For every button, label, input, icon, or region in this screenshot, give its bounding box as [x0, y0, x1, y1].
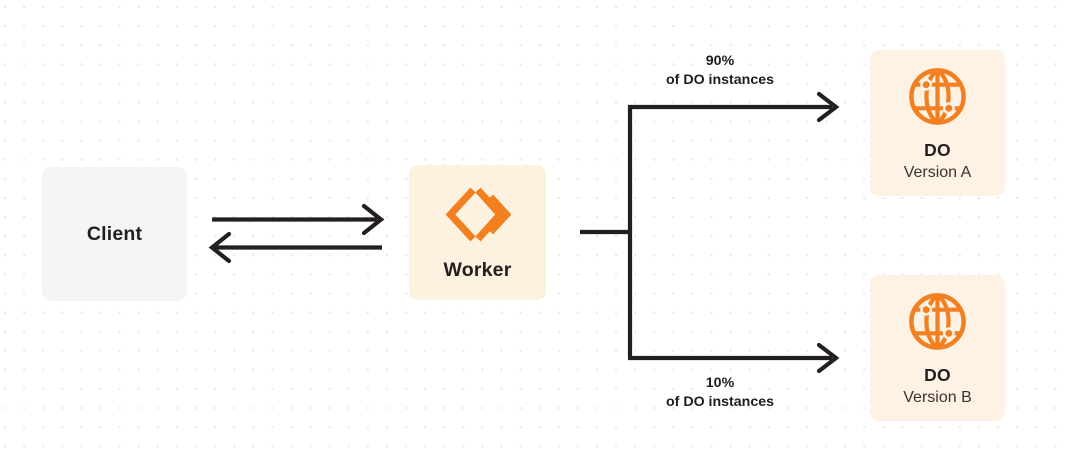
node-do-a-sublabel: Version A — [903, 164, 972, 181]
node-client[interactable]: Client — [42, 167, 187, 301]
node-worker-label: Worker — [443, 259, 512, 281]
node-do-a-label: DO — [924, 140, 951, 160]
cloudflare-workers-icon — [445, 186, 511, 243]
node-do-version-a[interactable]: DO Version A — [870, 50, 1005, 196]
node-worker[interactable]: Worker — [409, 165, 546, 300]
edge-worker-to-client — [208, 231, 382, 264]
edge-worker-to-do-b — [628, 342, 840, 374]
edge-worker-split-bus — [580, 107, 633, 358]
edge-label-do-b-percent: 10% — [705, 375, 735, 391]
edge-worker-to-do-a — [628, 91, 840, 123]
edge-label-do-a-percent: 90% — [705, 53, 735, 69]
edge-label-do-a: 90% of DO instances — [630, 52, 810, 90]
node-do-b-sublabel: Version B — [903, 389, 972, 406]
edge-client-to-worker — [212, 203, 385, 236]
edge-label-do-a-description: of DO instances — [665, 72, 774, 88]
edge-label-do-b: 10% of DO instances — [630, 374, 810, 412]
node-do-version-b[interactable]: DO Version B — [870, 275, 1005, 421]
globe-icon — [907, 291, 968, 352]
globe-icon — [907, 66, 968, 127]
edge-label-do-b-description: of DO instances — [665, 394, 774, 410]
node-client-label: Client — [86, 222, 143, 245]
node-do-b-label: DO — [924, 365, 951, 385]
